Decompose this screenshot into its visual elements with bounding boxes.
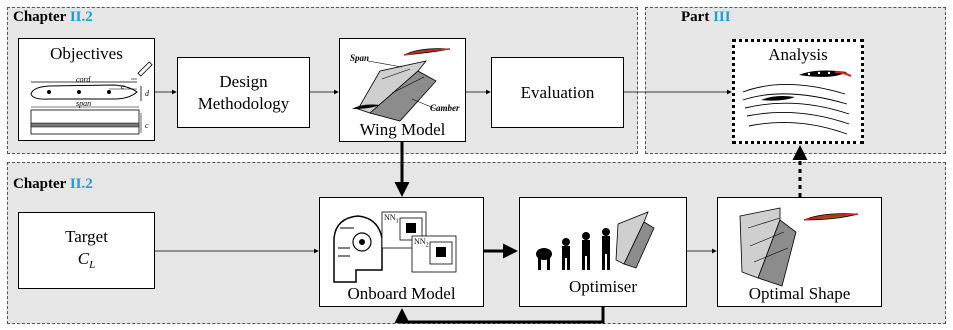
part-title: Part III [681, 9, 731, 25]
wing-model-sketch [352, 48, 451, 122]
camber-annotation: Camber [430, 103, 460, 113]
target-label: Target [65, 226, 108, 246]
design-methodology-box: Design Methodology [177, 57, 310, 128]
target-box: Target CL [18, 212, 155, 289]
optimiser-box: Optimiser [519, 197, 687, 307]
chapter-title-bottom: Chapter II.2 [13, 176, 93, 192]
analysis-label: Analysis [768, 45, 828, 64]
wing-model-label: Wing Model [359, 120, 446, 139]
c-label-bottom: c [145, 121, 149, 130]
feedback-loop [394, 307, 605, 324]
flow-sketch [742, 70, 852, 135]
robot-head-icon [333, 215, 383, 283]
c-label-top: c [121, 82, 125, 91]
evolution-icon [536, 228, 610, 270]
optimal-shape-label: Optimal Shape [748, 284, 851, 303]
design-label-line2: Methodology [197, 93, 290, 113]
onboard-sketch [333, 211, 457, 283]
cl-symbol: CL [77, 248, 96, 271]
evaluation-label: Evaluation [520, 82, 595, 102]
onboard-model-label: Onboard Model [347, 284, 456, 303]
objectives-label: Objectives [50, 44, 123, 63]
cord-label: cord [76, 75, 91, 84]
optimal-shape-box: Optimal Shape [717, 197, 882, 307]
evolution-sketch [536, 211, 655, 270]
optimiser-label: Optimiser [569, 277, 637, 296]
span-label: span [76, 99, 92, 108]
analysis-box: Analysis [732, 39, 864, 144]
optimal-wing-sketch [739, 207, 859, 287]
wing-model-box: Span Camber Wing Model [339, 38, 466, 142]
d-label: d [145, 89, 149, 98]
evaluation-box: Evaluation [491, 57, 624, 128]
objectives-box: Objectives cord c d span c [18, 38, 155, 141]
chapter-title-top: Chapter II.2 [13, 9, 93, 25]
nn1-label: NN1 [384, 213, 399, 225]
objectives-sketch [30, 61, 153, 135]
span-annotation: Span [350, 53, 370, 63]
pencil-icon [131, 61, 153, 80]
design-label-line1: Design [219, 71, 268, 91]
onboard-model-box: NN1 NN2 Onboard Model [319, 197, 484, 307]
nn2-label: NN2 [414, 237, 429, 249]
